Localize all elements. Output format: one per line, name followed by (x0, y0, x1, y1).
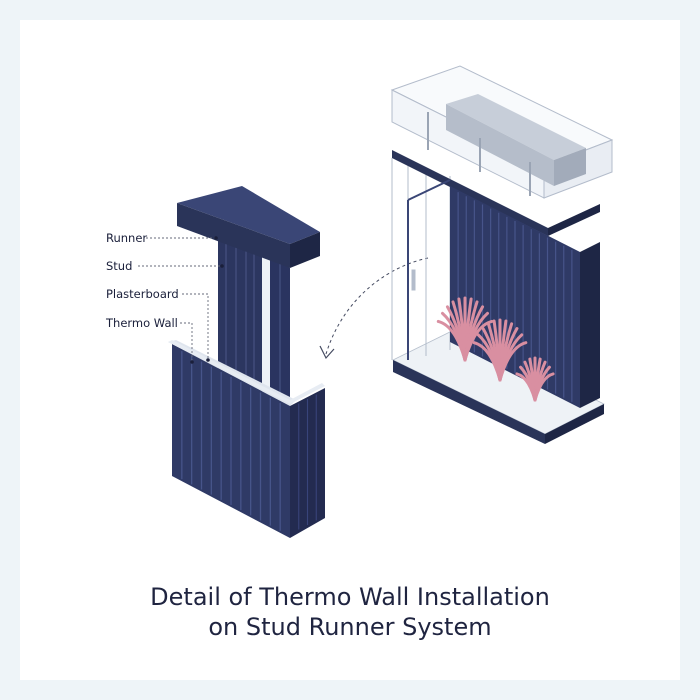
floor-slab (392, 329, 605, 444)
thermo-wall-panel (168, 340, 325, 538)
stud-assembly (218, 228, 290, 404)
callout-stud: Stud (106, 259, 224, 273)
callout-group: Runner Stud Plasterboard Thermo Wall (105, 231, 224, 364)
runner-beam (177, 186, 320, 268)
figure-caption-line-1: Detail of Thermo Wall Installation (150, 583, 550, 611)
figure-caption-line-2: on Stud Runner System (208, 613, 492, 641)
ceiling-box (390, 65, 614, 236)
plants (436, 296, 555, 402)
callout-runner: Runner (106, 231, 218, 245)
plasterboard-label: Plasterboard (106, 287, 179, 301)
room-thermo-wall (450, 186, 600, 408)
callout-thermo-wall: Thermo Wall (105, 316, 194, 364)
thermo-wall-label: Thermo Wall (105, 316, 178, 330)
stud-label: Stud (106, 259, 132, 273)
callout-plasterboard: Plasterboard (106, 287, 210, 362)
room-installation-view (390, 65, 614, 444)
detail-connector-arrow (319, 257, 429, 360)
glass-door (407, 179, 451, 360)
runner-label: Runner (106, 231, 147, 245)
wall-section-detail (168, 186, 325, 538)
